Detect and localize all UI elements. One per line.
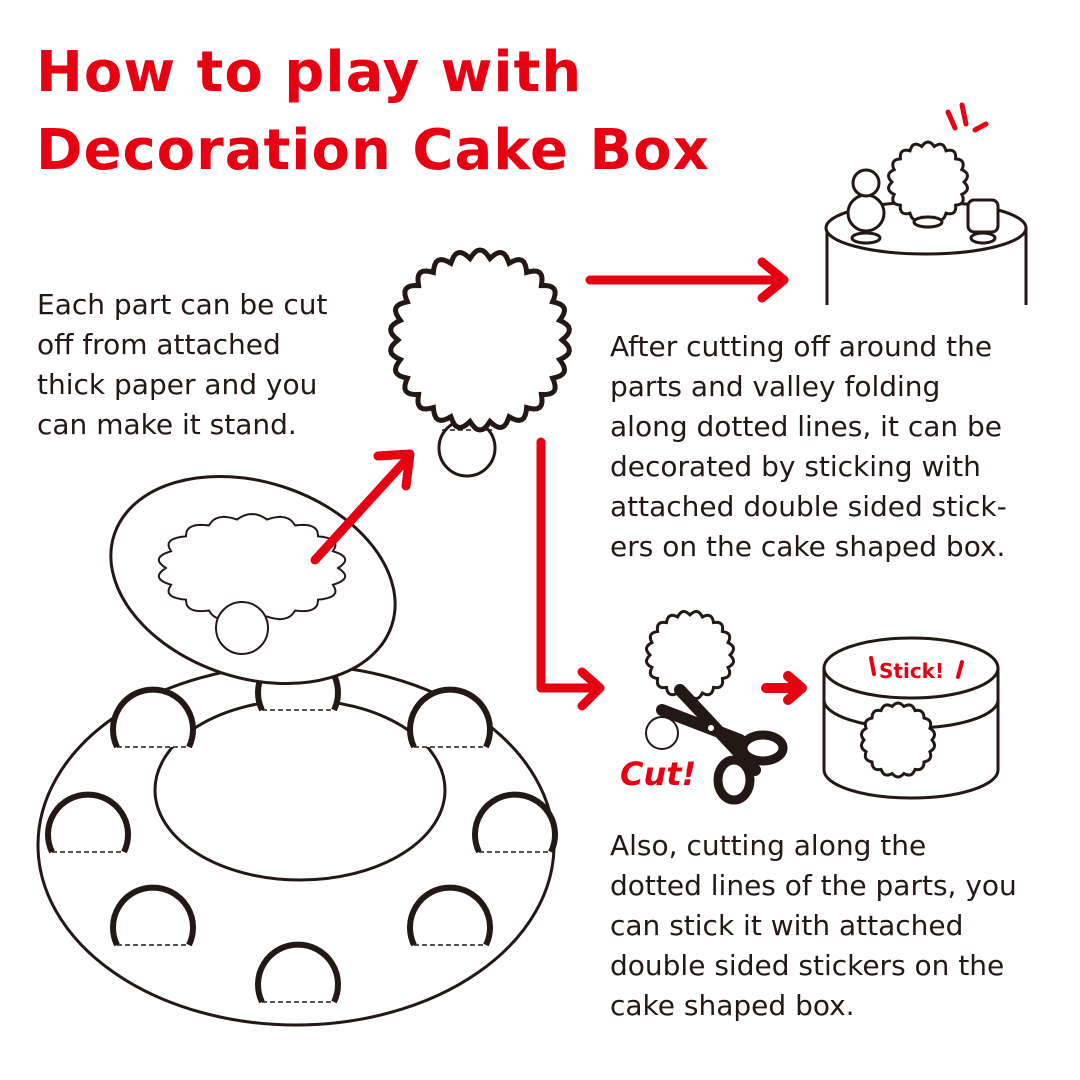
stand-tab <box>472 791 558 854</box>
stand-tab <box>110 686 196 749</box>
stand-tab <box>45 791 131 854</box>
arrow-up-icon <box>310 449 415 565</box>
scissors-icon <box>656 684 788 805</box>
stick-label: Stick! <box>879 659 944 683</box>
base-tray-illustration <box>36 649 558 1027</box>
stand-tab <box>255 941 341 1004</box>
title-line-1: How to play with <box>36 40 583 105</box>
step2-description: After cutting off around the parts and v… <box>610 330 1007 563</box>
step1-description: Each part can be cut off from attached t… <box>37 288 328 441</box>
arrow-down-right-icon <box>536 437 605 711</box>
standing-part-illustration <box>388 247 572 478</box>
arrow-right-icon <box>585 257 789 303</box>
cut-label: Cut! <box>620 755 696 793</box>
cut-illustration: Cut! <box>620 609 788 805</box>
title-line-2: Decoration Cake Box <box>36 118 710 183</box>
decorated-cake-illustration <box>824 102 1028 305</box>
step3-description: Also, cutting along the dotted lines of … <box>610 829 1017 1022</box>
lid-illustration <box>109 474 397 686</box>
stand-tab <box>407 884 493 947</box>
stand-tab <box>407 686 493 749</box>
stick-illustration: Stick! <box>822 636 1000 800</box>
stand-tab <box>110 884 196 947</box>
arrow-right-small-icon <box>761 671 807 705</box>
